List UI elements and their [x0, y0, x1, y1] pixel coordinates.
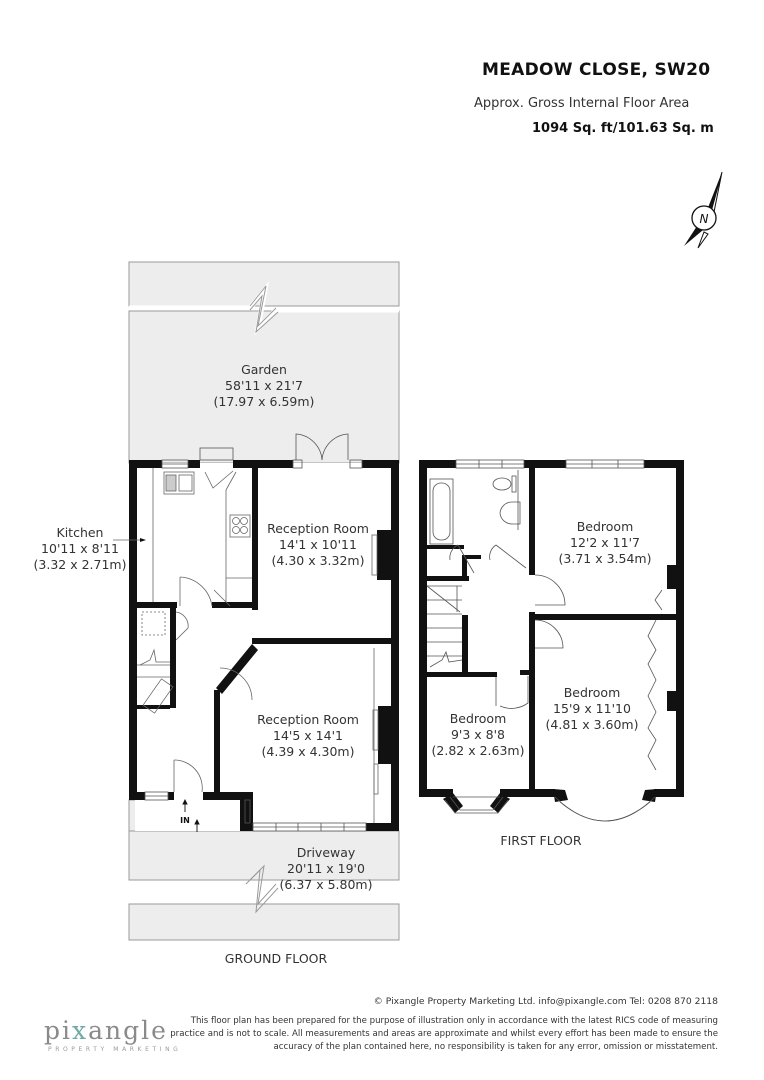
svg-text:15'9 x 11'10: 15'9 x 11'10 — [553, 701, 631, 716]
svg-text:IN: IN — [180, 816, 190, 825]
first-floor-fixtures — [426, 459, 663, 822]
north-arrow-icon: N — [684, 171, 723, 249]
svg-text:Driveway: Driveway — [297, 845, 356, 860]
copyright-text: © Pixangle Property Marketing Ltd. info@… — [373, 996, 718, 1007]
svg-text:Bedroom: Bedroom — [577, 519, 634, 534]
svg-text:10'11 x 8'11: 10'11 x 8'11 — [41, 541, 119, 556]
svg-text:Garden: Garden — [241, 362, 287, 377]
svg-text:Bedroom: Bedroom — [450, 711, 507, 726]
garden-area — [128, 261, 400, 464]
svg-text:Bedroom: Bedroom — [564, 685, 621, 700]
svg-text:58'11 x 21'7: 58'11 x 21'7 — [225, 378, 303, 393]
svg-text:N: N — [700, 212, 709, 226]
svg-text:(3.32 x 2.71m): (3.32 x 2.71m) — [34, 557, 127, 572]
svg-text:(4.39 x 4.30m): (4.39 x 4.30m) — [262, 744, 355, 759]
disclaimer-text: This floor plan has been prepared for th… — [170, 1016, 718, 1053]
svg-text:Reception Room: Reception Room — [267, 521, 369, 536]
logo-text-pre: pi — [44, 1016, 72, 1045]
first-floor-label: FIRST FLOOR — [500, 833, 581, 848]
svg-text:20'11 x 19'0: 20'11 x 19'0 — [287, 861, 365, 876]
kitchen-fixtures — [137, 468, 379, 823]
entrance-arrow-icon — [182, 798, 200, 832]
svg-text:9'3 x 8'8: 9'3 x 8'8 — [451, 727, 505, 742]
svg-text:14'5 x 14'1: 14'5 x 14'1 — [273, 728, 343, 743]
svg-text:Reception Room: Reception Room — [257, 712, 359, 727]
property-title: MEADOW CLOSE, SW20 — [482, 60, 711, 80]
svg-text:(2.82 x 2.63m): (2.82 x 2.63m) — [432, 743, 525, 758]
area-subtitle: Approx. Gross Internal Floor Area — [474, 96, 690, 111]
floor-area-value: 1094 Sq. ft/101.63 Sq. m — [532, 121, 714, 136]
svg-text:(3.71 x 3.54m): (3.71 x 3.54m) — [559, 551, 652, 566]
svg-text:(4.30 x 3.32m): (4.30 x 3.32m) — [272, 553, 365, 568]
svg-text:Kitchen: Kitchen — [57, 525, 104, 540]
svg-text:(4.81 x 3.60m): (4.81 x 3.60m) — [546, 717, 639, 732]
ground-floor-label: GROUND FLOOR — [225, 951, 328, 966]
svg-text:(6.37 x 5.80m): (6.37 x 5.80m) — [280, 877, 373, 892]
logo-tagline: PROPERTY MARKETING — [48, 1046, 182, 1053]
first-floor-walls — [419, 460, 684, 813]
ground-floor-windows — [144, 433, 367, 832]
ground-floor-walls — [129, 460, 399, 831]
pixangle-logo: pixangle — [44, 1016, 168, 1045]
logo-accent-x: x — [72, 1016, 89, 1045]
svg-text:12'2 x 11'7: 12'2 x 11'7 — [570, 535, 640, 550]
svg-text:14'1 x 10'11: 14'1 x 10'11 — [279, 537, 357, 552]
logo-text-post: angle — [88, 1016, 168, 1045]
svg-text:(17.97 x 6.59m): (17.97 x 6.59m) — [214, 394, 315, 409]
